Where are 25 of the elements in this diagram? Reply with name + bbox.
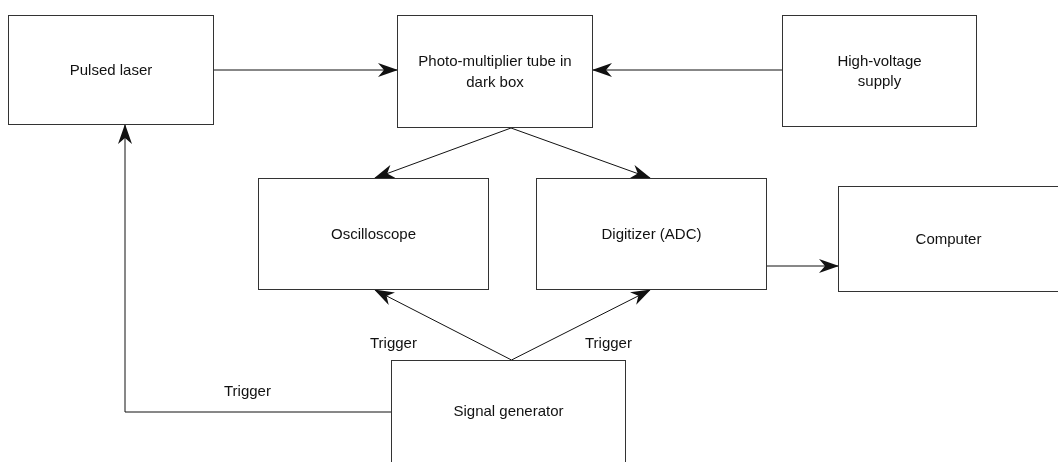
process-box [536, 178, 767, 290]
process-box [8, 15, 214, 125]
node-label: Computer [915, 228, 982, 249]
process-box [391, 360, 626, 462]
node-label: Pulsed laser [69, 59, 153, 80]
arrow [374, 289, 512, 361]
node-label: Digitizer (ADC) [601, 223, 702, 244]
edge-label: Trigger [368, 334, 419, 351]
node-label: High-voltage supply [836, 50, 923, 91]
arrow [592, 63, 783, 77]
arrow [511, 289, 651, 361]
arrow [766, 259, 839, 273]
process-box [782, 15, 977, 127]
arrow [374, 127, 512, 179]
edge-label: Trigger [222, 382, 273, 399]
edge-label: Trigger [583, 334, 634, 351]
process-box [258, 178, 489, 290]
arrow [510, 127, 651, 179]
node-label: Oscilloscope [330, 223, 416, 244]
process-box [397, 15, 593, 128]
arrow [118, 124, 392, 413]
node-label: Signal generator [453, 401, 564, 422]
node-label: Photo-multiplier tube in dark box [417, 51, 573, 92]
arrow [213, 63, 398, 77]
process-box [838, 186, 1058, 292]
